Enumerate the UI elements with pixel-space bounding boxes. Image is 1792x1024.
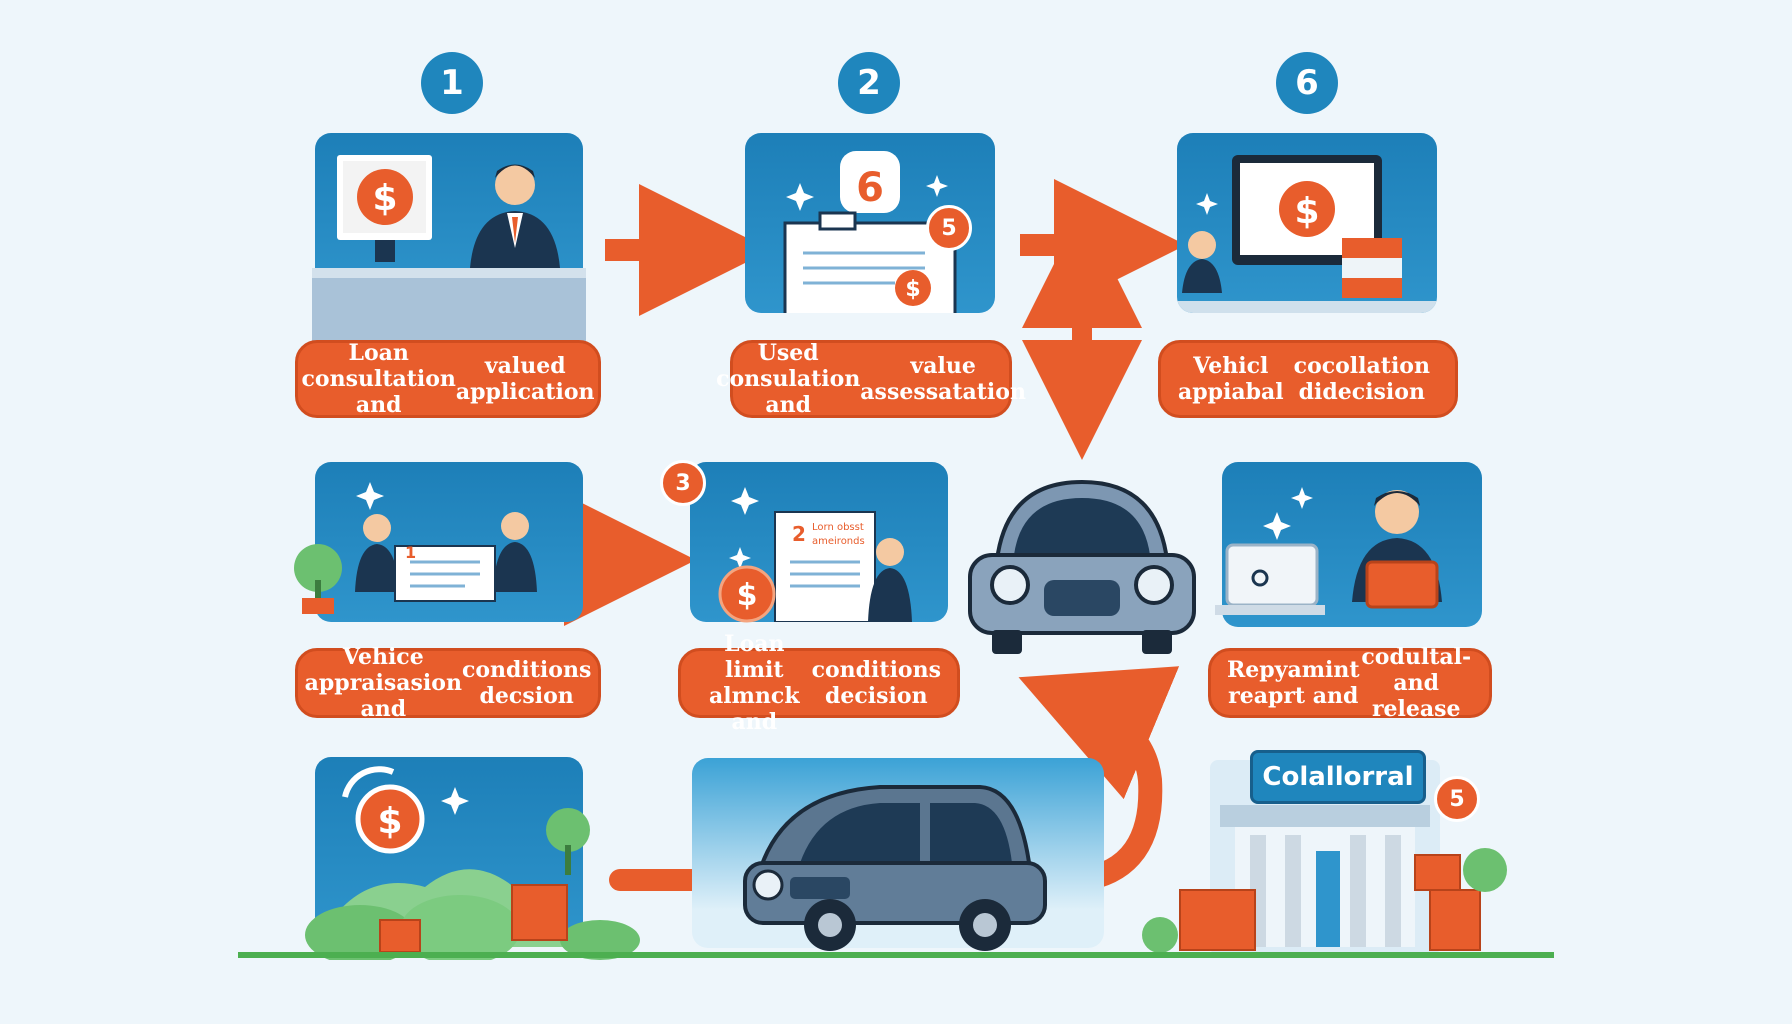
step-3-badge: 6 xyxy=(1276,52,1338,114)
step-4-label: Vehice appraisasion and conditions decsi… xyxy=(295,644,601,722)
collateral-badge: 5 xyxy=(1434,776,1480,822)
ground-line xyxy=(238,952,1554,958)
svg-text:$: $ xyxy=(377,801,402,842)
step-2-doc-badge: 5 xyxy=(926,205,972,251)
conditions-scene xyxy=(355,482,537,602)
loan-limit-scene xyxy=(729,487,912,622)
assessment-scene: 6 $ xyxy=(783,151,957,313)
step-1-badge: 1 xyxy=(421,52,483,114)
step-3-panel: $ xyxy=(1177,133,1437,313)
dollar-coin-icon: $ xyxy=(718,565,776,623)
svg-text:$: $ xyxy=(372,178,397,219)
appraisal-scene: $ xyxy=(1177,155,1437,313)
step-5-badge: 3 xyxy=(660,460,706,506)
step-5-doc-num: 2 xyxy=(792,522,806,546)
svg-text:$: $ xyxy=(1294,191,1319,232)
svg-text:$: $ xyxy=(737,578,758,613)
arrow-curved-up xyxy=(1018,666,1180,892)
step-5-doc-line2: ameironds xyxy=(812,536,865,547)
step-2-label: Used consulation and value assessatation xyxy=(716,340,1026,418)
step-2-badge: 2 xyxy=(838,52,900,114)
step-3-label: Vehicl appiabal cocollation didecision xyxy=(1158,340,1458,418)
step-4-doc-number: 1 xyxy=(405,543,417,562)
laptop-icon xyxy=(1215,543,1325,615)
repayment-scene xyxy=(1263,487,1442,609)
svg-text:$: $ xyxy=(905,277,920,302)
collateral-building xyxy=(1142,760,1507,955)
bottom-left-boxes xyxy=(305,808,640,960)
collateral-sign: Colallorral xyxy=(1250,750,1426,804)
step-6-label: Repyamint reaprt and codultal-and releas… xyxy=(1208,644,1492,722)
step-5-doc-line1: Lorn obsst xyxy=(812,522,864,533)
suv-car-icon xyxy=(743,785,1047,951)
step-1-label: Loan consultation and valued application xyxy=(295,340,601,418)
svg-text:6: 6 xyxy=(856,165,884,211)
step-5-label: Loan limit almnck and conditions decisio… xyxy=(678,631,960,735)
step-1-desk xyxy=(312,268,586,348)
car-front-icon xyxy=(968,479,1196,654)
step-4-plant xyxy=(294,544,342,614)
consultation-scene: $ xyxy=(337,155,560,268)
step-4-panel xyxy=(315,462,583,622)
